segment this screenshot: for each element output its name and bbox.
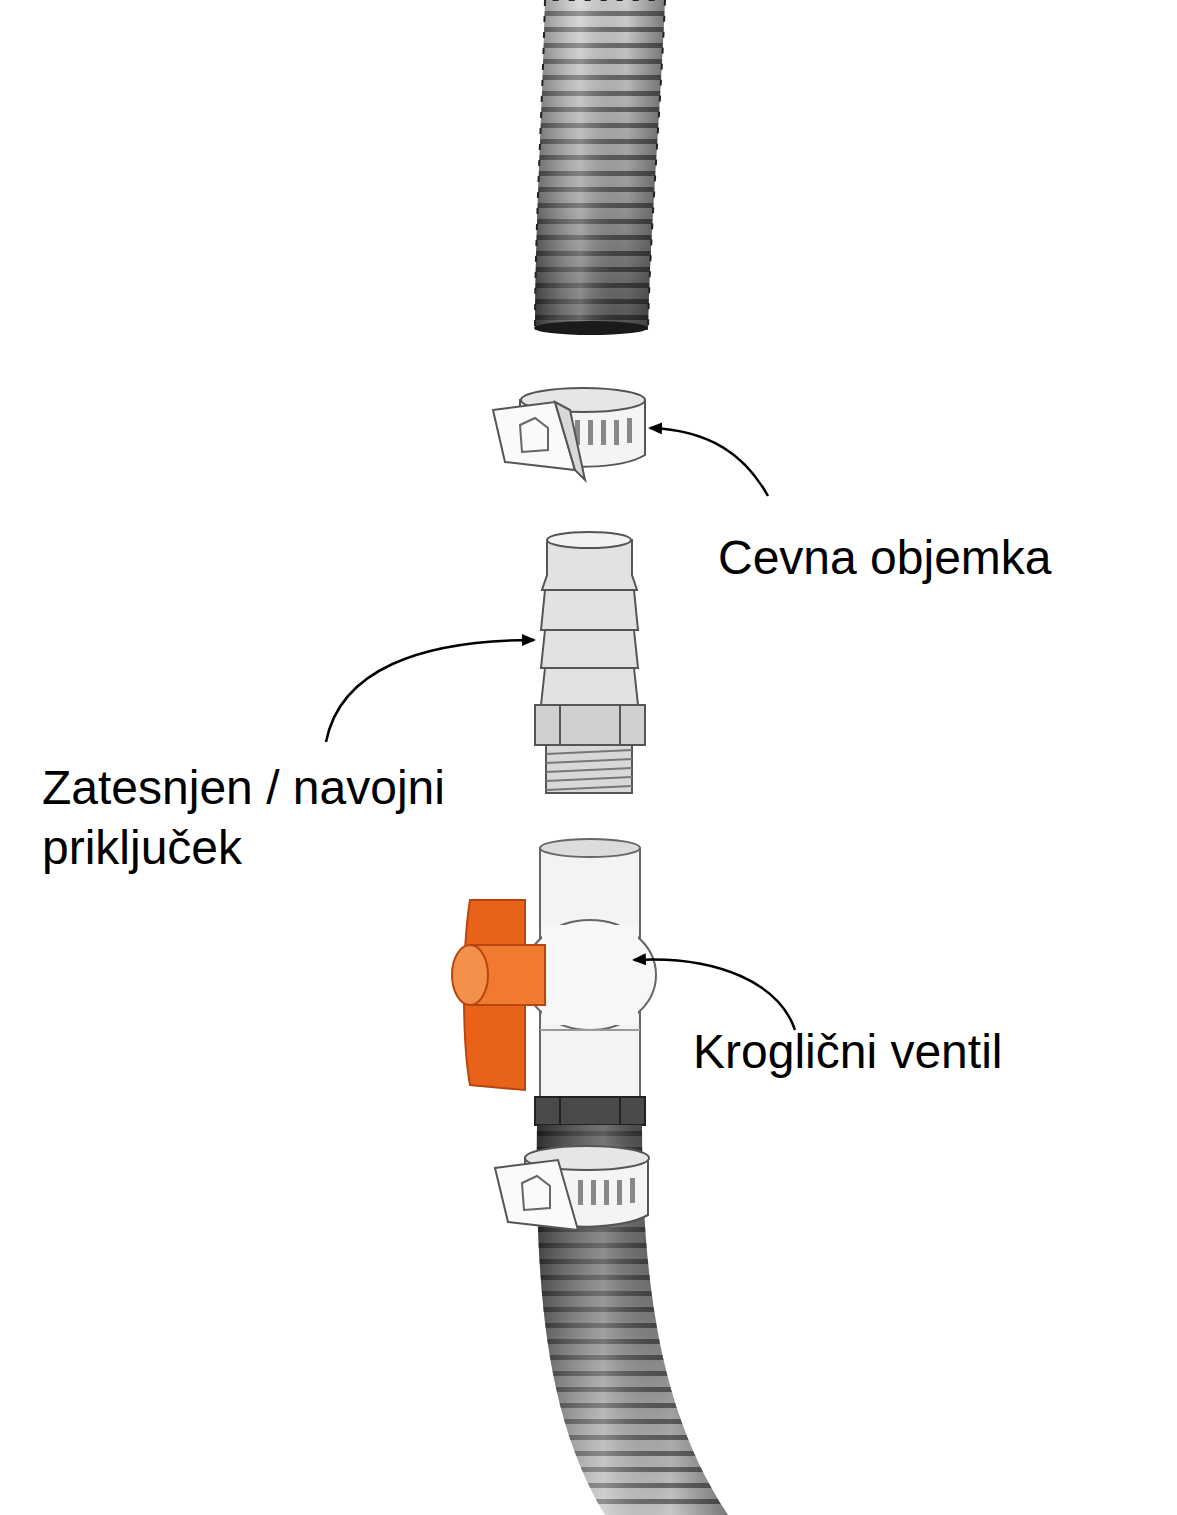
hose-clamp [493,388,645,480]
upper-hose [534,0,665,335]
hose-clamp [495,1146,649,1230]
leader-arrow [650,428,768,496]
threaded-connector [535,532,645,793]
part-label: Zatesnjen / navojni priključek [42,758,522,878]
part-label: Kroglični ventil [693,1022,1113,1082]
part-label: Cevna objemka [718,528,1138,588]
ball-valve [452,839,656,1125]
leader-arrow [634,959,795,1030]
leader-arrow [326,640,534,742]
